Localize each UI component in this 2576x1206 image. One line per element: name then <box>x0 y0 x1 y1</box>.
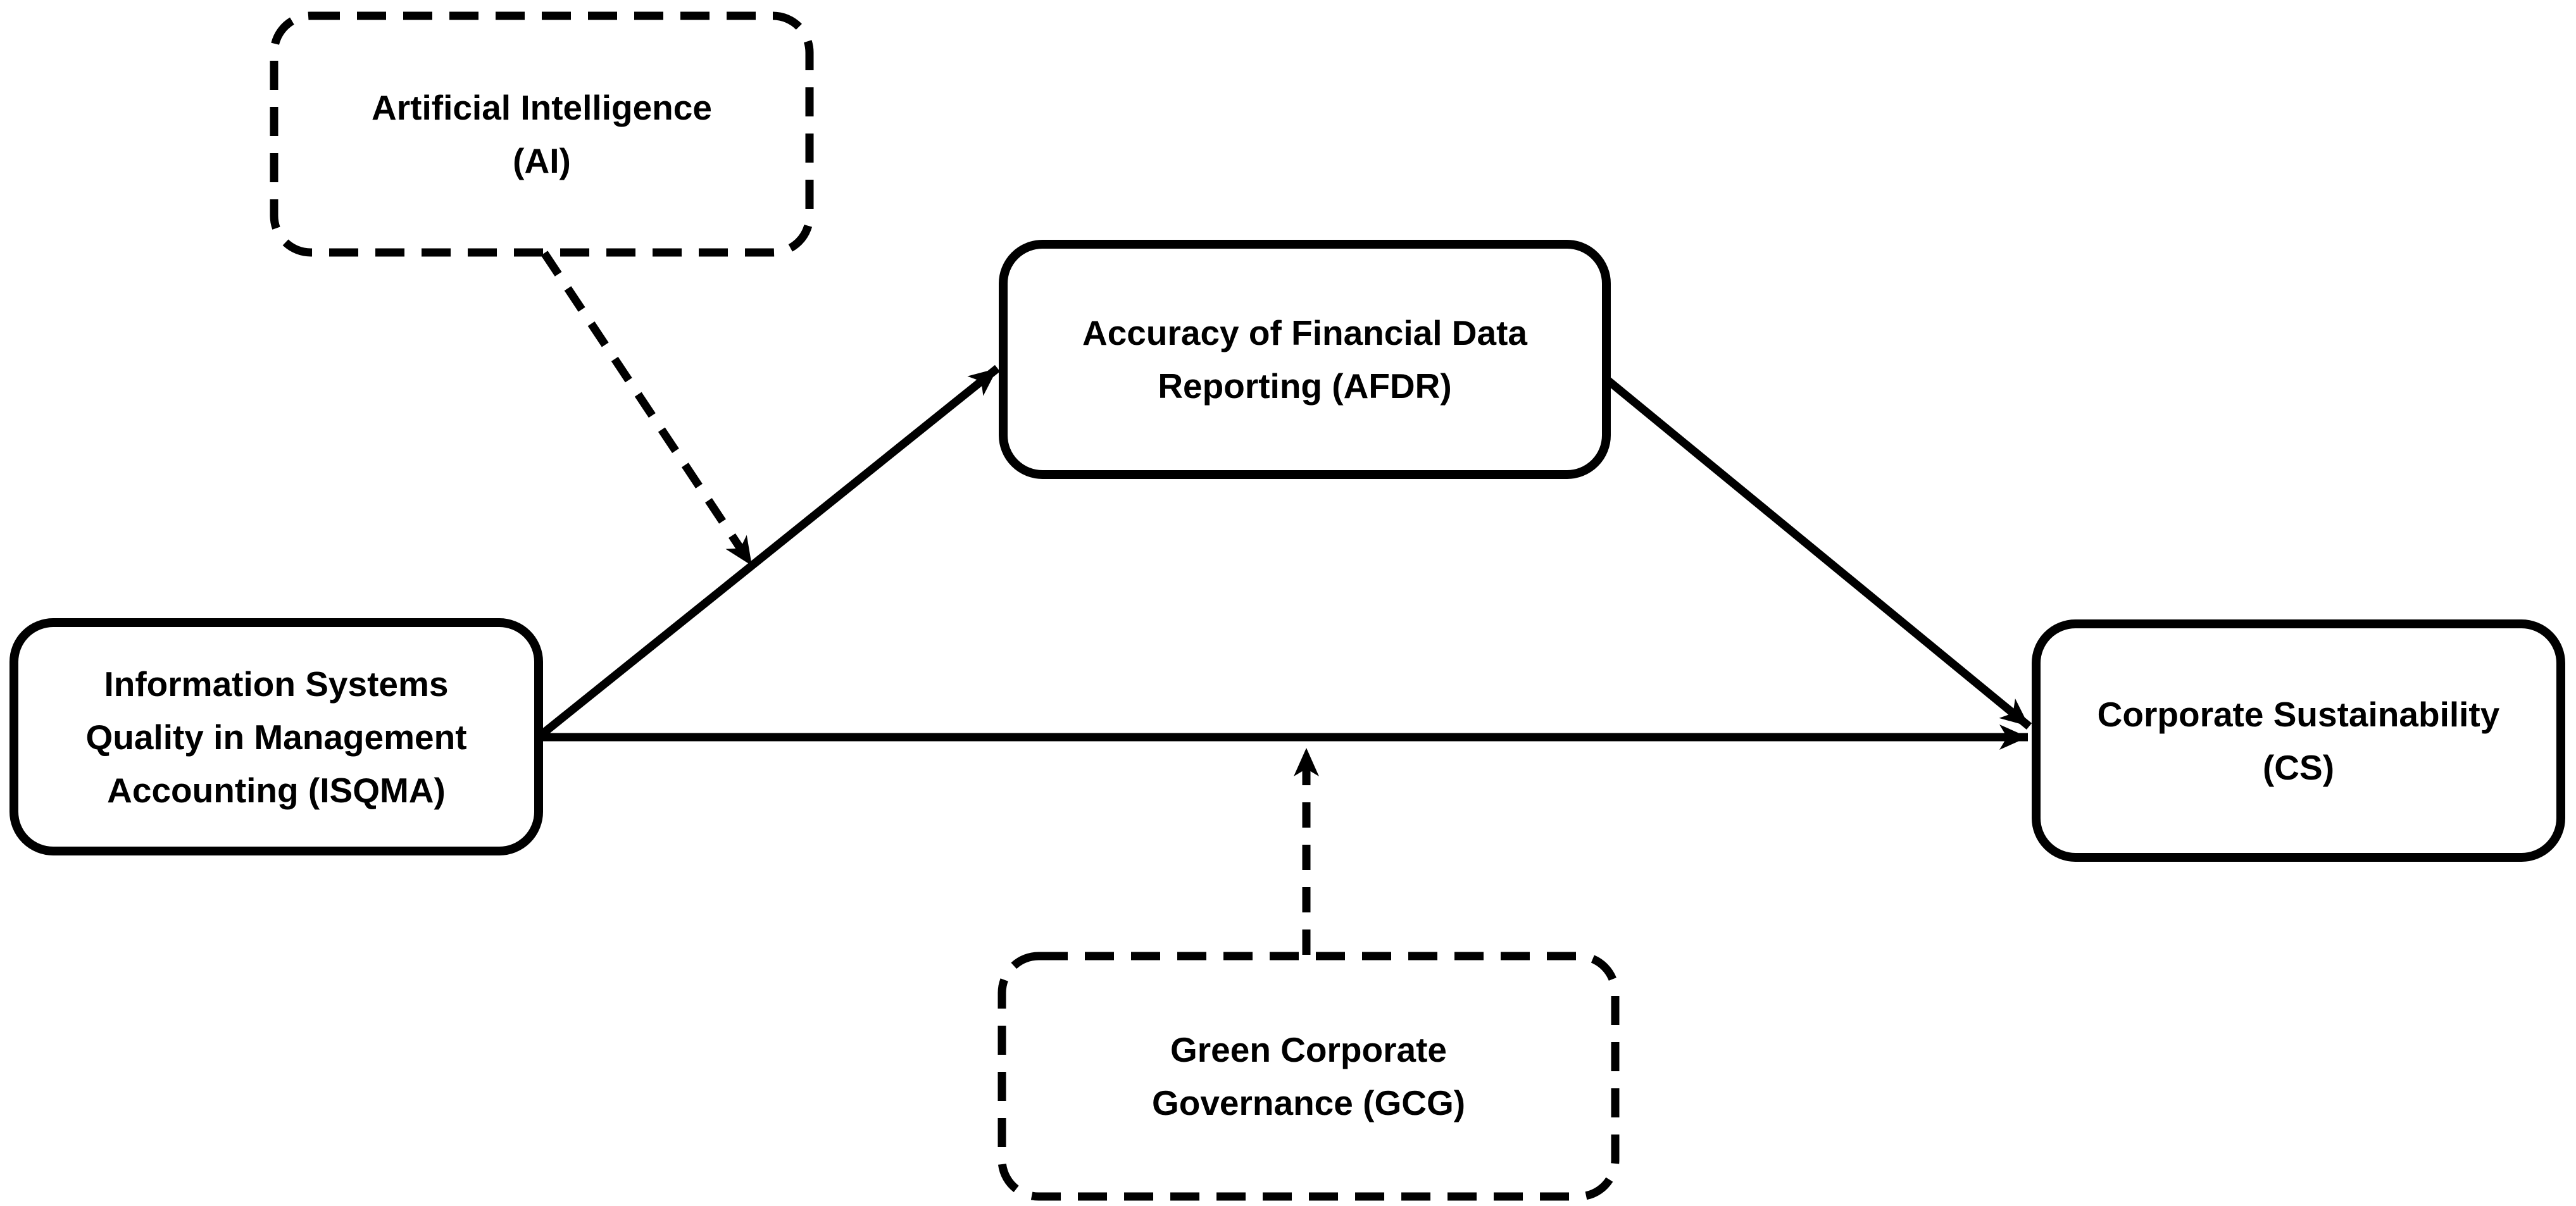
node-afdr-border <box>999 240 1611 479</box>
node-label-line: Reporting (AFDR) <box>1158 366 1452 406</box>
node-label-line: Corporate Sustainability <box>2097 694 2500 734</box>
node-corporate-sustainability: Corporate Sustainability (CS) <box>2036 624 2561 857</box>
node-label-line: Accuracy of Financial Data <box>1082 313 1528 352</box>
node-label-line: Accounting (ISQMA) <box>107 770 446 810</box>
node-label-line: Quality in Management <box>85 717 467 757</box>
node-artificial-intelligence: Artificial Intelligence (AI) <box>274 16 810 252</box>
arrow-afdr-to-cs <box>1604 376 2032 730</box>
node-gcg-border <box>997 952 1620 1201</box>
node-information-systems-quality: Information Systems Quality in Managemen… <box>14 623 539 851</box>
node-accuracy-financial-data-reporting: Accuracy of Financial Data Reporting (AF… <box>1003 244 1606 475</box>
node-label-line: Green Corporate <box>1170 1030 1447 1069</box>
node-label-line: Artificial Intelligence <box>372 88 712 127</box>
arrow-ai-to-isqma-afdr-path <box>541 251 756 568</box>
arrow-isqma-to-afdr <box>537 364 1001 740</box>
node-label-line: (CS) <box>2262 747 2335 787</box>
node-label-line: Information Systems <box>104 664 449 704</box>
node-label-line: (AI) <box>513 141 571 180</box>
node-ai-border <box>270 11 814 257</box>
node-cs-border <box>2032 619 2565 862</box>
node-label-line: Governance (GCG) <box>1151 1083 1466 1122</box>
node-isqma-border <box>9 618 543 855</box>
node-green-corporate-governance: Green Corporate Governance (GCG) <box>1002 956 1615 1197</box>
